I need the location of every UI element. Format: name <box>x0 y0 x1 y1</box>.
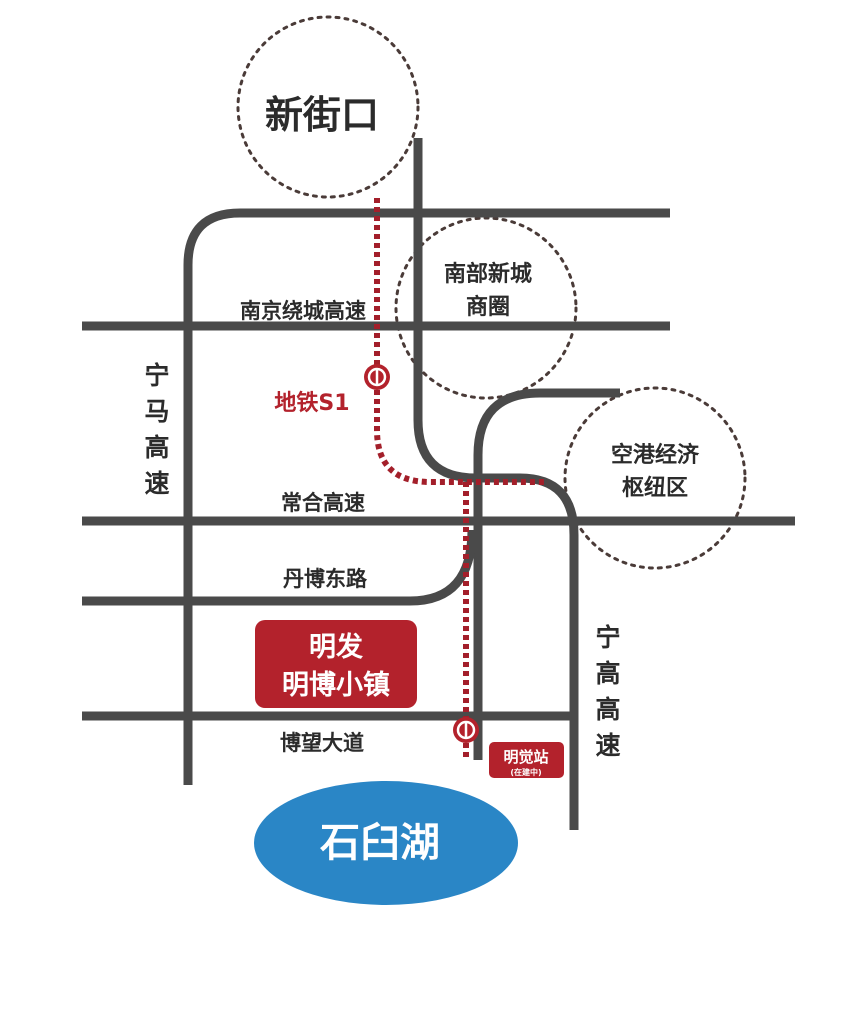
airport-zone-circle <box>563 386 747 570</box>
lake-label: 石臼湖 <box>320 820 440 866</box>
xinjiekou-circle <box>236 15 420 199</box>
station-badge <box>489 742 564 778</box>
road-network <box>82 138 795 830</box>
airport-connector-road <box>473 388 620 760</box>
south-new-city-circle <box>394 216 578 400</box>
south-new-city-label-2: 商圈 <box>466 294 510 320</box>
south-new-city-label-1: 南部新城 <box>444 261 532 287</box>
svg-text:速: 速 <box>144 469 169 498</box>
ningma-expressway-label: 宁 马 高 速 <box>144 361 169 498</box>
ring-expressway-label: 南京绕城高速 <box>240 299 366 323</box>
ninggao-expressway-label: 宁 高 高 速 <box>595 623 620 760</box>
ring-expressway-road <box>183 208 670 785</box>
metro-s1-line-mid <box>374 390 548 485</box>
svg-text:宁: 宁 <box>595 623 620 652</box>
bowang-avenue-label: 博望大道 <box>280 731 364 755</box>
metro-station-icon <box>453 717 479 743</box>
station-note: (在建中) <box>510 767 541 777</box>
svg-text:高: 高 <box>595 659 620 688</box>
xinjiekou-label: 新街口 <box>265 93 379 137</box>
project-badge <box>255 620 417 708</box>
lake-shape <box>254 781 518 905</box>
svg-text:马: 马 <box>144 397 169 426</box>
metro-s1-label: 地铁S1 <box>274 390 349 416</box>
svg-text:速: 速 <box>595 731 620 760</box>
project-name-line2: 明博小镇 <box>282 669 390 701</box>
station-name: 明觉站 <box>503 748 548 766</box>
svg-text:高: 高 <box>595 695 620 724</box>
north-south-road <box>413 138 579 830</box>
project-name-line1: 明发 <box>309 631 363 663</box>
svg-text:高: 高 <box>144 433 169 462</box>
changhe-expressway-label: 常合高速 <box>281 491 365 515</box>
metro-logo-icon <box>364 364 390 390</box>
danbo-east-road-label: 丹博东路 <box>283 567 368 591</box>
airport-zone-label-2: 枢纽区 <box>622 475 688 501</box>
airport-zone-label-1: 空港经济 <box>611 442 700 468</box>
danbo-east-road-line <box>82 529 477 606</box>
svg-text:宁: 宁 <box>144 361 169 390</box>
